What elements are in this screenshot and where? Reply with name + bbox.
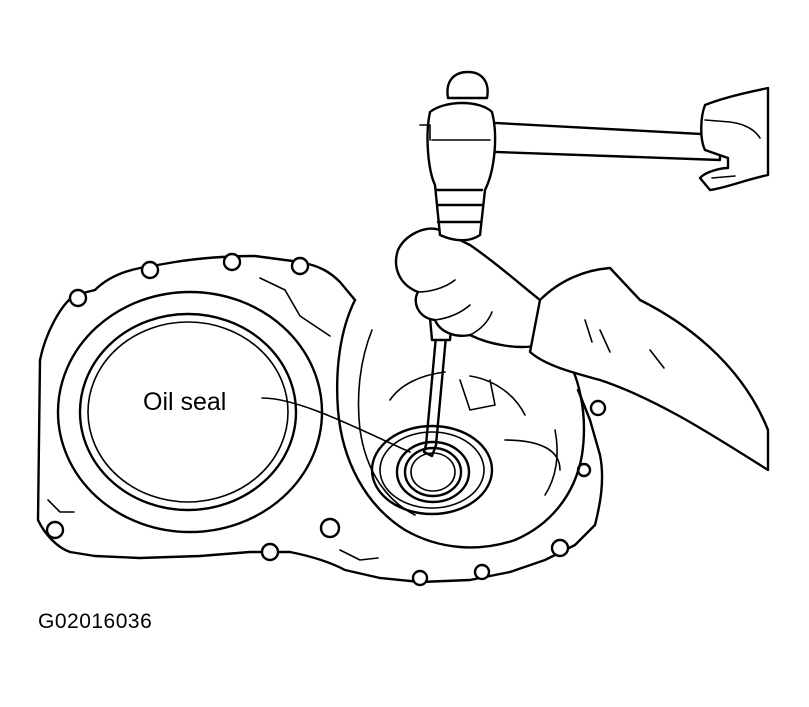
oil-seal bbox=[370, 424, 494, 516]
hammer bbox=[419, 70, 722, 242]
right-housing bbox=[335, 298, 586, 549]
screwdriver bbox=[422, 316, 454, 458]
left-bore bbox=[56, 290, 324, 534]
oil-seal-label: Oil seal bbox=[143, 388, 226, 416]
left-arm bbox=[528, 266, 770, 472]
left-hand bbox=[394, 227, 542, 349]
oil-seal-callout: Oil seal bbox=[143, 388, 411, 453]
figure-code: G02016036 bbox=[38, 610, 153, 633]
right-hand bbox=[698, 86, 770, 192]
